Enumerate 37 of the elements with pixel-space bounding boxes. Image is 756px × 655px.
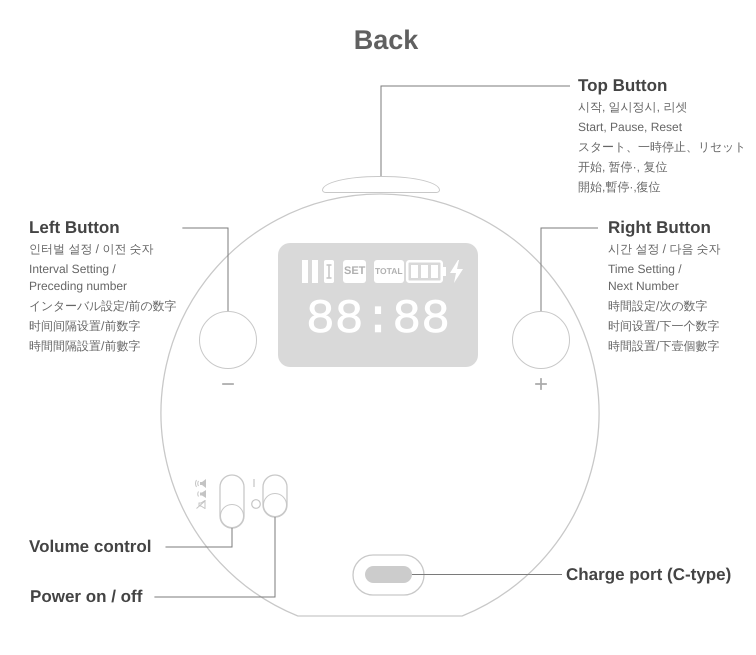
callout-text: 시간 설정 / 다음 숫자 <box>608 241 721 258</box>
callout-title: Volume control <box>29 537 152 557</box>
leader-line <box>540 228 598 312</box>
title: Back <box>354 24 418 56</box>
callout-text: スタート、一時停止、リセット <box>578 139 746 156</box>
leader-line <box>182 228 228 312</box>
slider-knob <box>220 504 244 528</box>
callout-text: 時間設定/次の数字 <box>608 298 708 315</box>
callout-text: 開始,暫停·,復位 <box>578 179 661 196</box>
round-button <box>199 311 257 369</box>
leader-line <box>412 574 562 575</box>
callout-text: 時間設置/下壹個數字 <box>608 338 720 355</box>
callout-title: Top Button <box>578 76 668 96</box>
callout-text: 时间设置/下一个数字 <box>608 318 720 335</box>
callout-text: 시작, 일시정시, 리셋 <box>578 99 688 116</box>
leader-line <box>154 516 276 598</box>
callout-title: Power on / off <box>30 587 142 607</box>
display-indicator: SET <box>343 260 366 283</box>
leader-line <box>380 86 570 176</box>
callout-text: 時間間隔設置/前數字 <box>29 338 140 355</box>
callout-title: Right Button <box>608 218 711 238</box>
callout-title: Left Button <box>29 218 120 238</box>
round-button <box>512 311 570 369</box>
callout-text: インターバル設定/前の数字 <box>29 298 176 315</box>
callout-text: 开始, 暂停·, 复位 <box>578 159 668 176</box>
plus-sign: + <box>534 373 548 397</box>
slider-knob <box>263 493 287 517</box>
callout-text: 时间间隔设置/前数字 <box>29 318 140 335</box>
callout-text: 인터벌 설정 / 이전 숫자 <box>29 241 154 258</box>
minus-sign: − <box>221 373 235 397</box>
display-indicator: TOTAL <box>374 260 404 283</box>
callout-text: Time Setting / Next Number <box>608 261 683 295</box>
callout-title: Charge port (C-type) <box>566 565 732 585</box>
leader-line <box>164 528 232 548</box>
callout-text: Start, Pause, Reset <box>578 119 682 136</box>
charge-port <box>365 566 412 583</box>
callout-text: Interval Setting / Preceding number <box>29 261 128 295</box>
